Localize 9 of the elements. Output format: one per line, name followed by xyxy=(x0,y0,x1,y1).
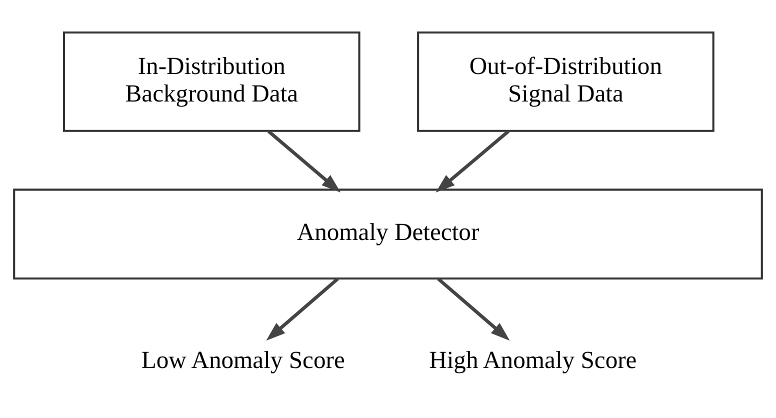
node-box: Out-of-Distribution Signal Data xyxy=(417,30,714,132)
arrow xyxy=(266,277,339,340)
node-text: Low Anomaly Score xyxy=(141,346,345,374)
node-box: Anomaly Detector xyxy=(13,188,763,280)
node-text: High Anomaly Score xyxy=(429,346,637,374)
arrow xyxy=(436,129,510,192)
node-box: In-Distribution Background Data xyxy=(62,30,360,132)
arrow xyxy=(267,129,341,192)
arrow xyxy=(437,277,510,340)
